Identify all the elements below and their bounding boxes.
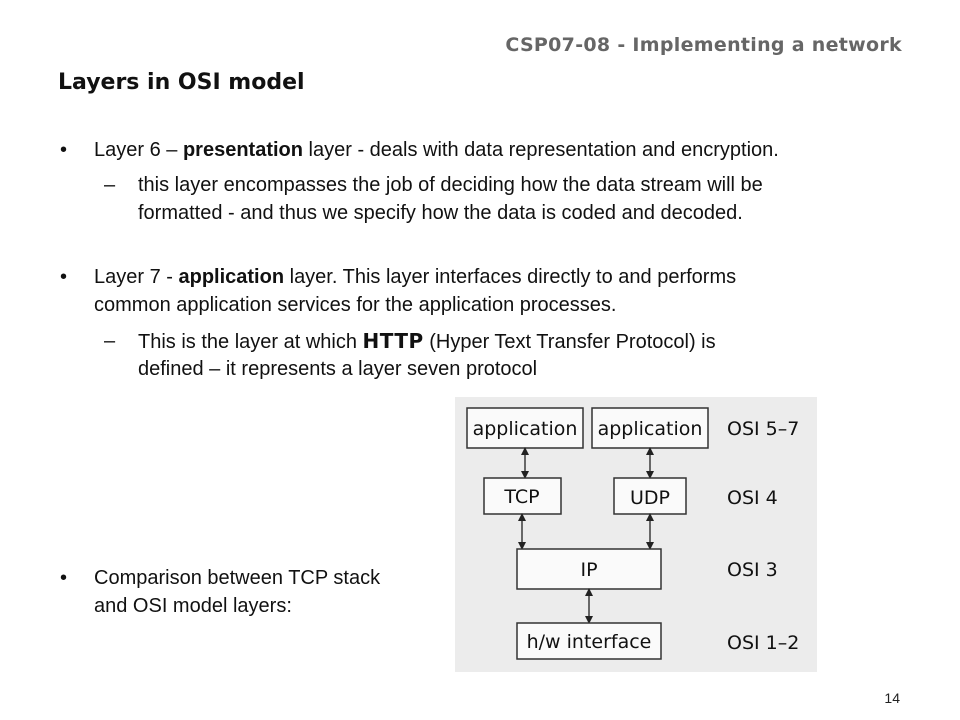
diagram-svg: application application OSI 5–7 TCP UDP … — [466, 407, 799, 660]
udp-label: UDP — [630, 487, 670, 509]
layer7-sub-prefix: This is the layer at which — [138, 331, 363, 353]
sub-bullet-marker: – — [104, 174, 116, 196]
osi-1-2-label: OSI 1–2 — [727, 632, 799, 654]
application-box-right — [591, 407, 709, 449]
layer6-sub-line2: formatted - and thus we specify how the … — [138, 202, 743, 224]
hw-interface-label: h/w interface — [527, 631, 652, 653]
comparison-line1: Comparison between TCP stack — [94, 567, 381, 589]
sub-bullet-marker: – — [104, 330, 116, 352]
layer7-prefix: Layer 7 - — [94, 266, 179, 288]
layer6-suffix: layer - deals with data representation a… — [302, 139, 779, 161]
comparison-line2: and OSI model layers: — [94, 595, 292, 617]
tcp-label: TCP — [503, 486, 539, 508]
layer7-sub-suffix: (Hyper Text Transfer Protocol) is — [423, 331, 716, 353]
osi-3-label: OSI 3 — [727, 559, 778, 581]
application-label-left: application — [473, 418, 578, 440]
layer7-bullet-line1: Layer 7 - application layer. This layer … — [94, 263, 736, 291]
ip-box — [516, 548, 662, 590]
layer7-keyword: application — [178, 266, 285, 288]
application-box-left — [466, 407, 584, 449]
layer7-sub-line1: This is the layer at which HTTP (Hyper T… — [138, 327, 716, 356]
layer7-sub-line2: defined – it represents a layer seven pr… — [138, 358, 538, 380]
slide-title: Layers in OSI model — [58, 70, 305, 95]
application-label-right: application — [598, 418, 703, 440]
hw-interface-box — [516, 622, 662, 660]
http-keyword: HTTP — [362, 329, 424, 353]
osi-5-7-label: OSI 5–7 — [727, 418, 799, 440]
course-header: CSP07-08 - Implementing a network — [505, 34, 902, 56]
osi-4-label: OSI 4 — [727, 487, 778, 509]
layer6-sub-line1: this layer encompasses the job of decidi… — [138, 174, 763, 196]
page-number: 14 — [884, 690, 900, 706]
bullet-marker: • — [60, 567, 68, 589]
bullet-marker: • — [60, 266, 68, 288]
tcp-osi-diagram: application application OSI 5–7 TCP UDP … — [455, 397, 817, 672]
layer6-bullet-text: Layer 6 – presentation layer - deals wit… — [94, 136, 779, 164]
layer7-bullet-line2: common application services for the appl… — [94, 294, 617, 316]
udp-box — [613, 477, 687, 515]
layer6-keyword: presentation — [182, 139, 303, 161]
ip-label: IP — [580, 559, 597, 581]
tcp-box — [483, 477, 562, 515]
layer6-prefix: Layer 6 – — [94, 139, 183, 161]
layer7-suffix: layer. This layer interfaces directly to… — [284, 266, 737, 288]
bullet-marker: • — [60, 139, 68, 161]
